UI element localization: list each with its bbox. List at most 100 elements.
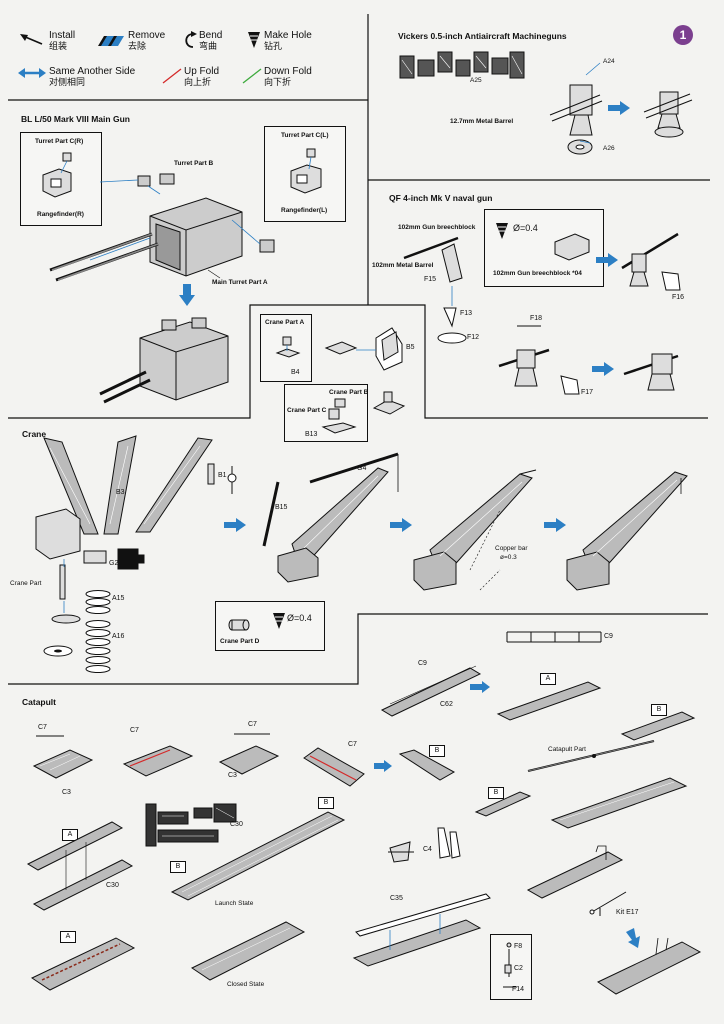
label-rangefinder-l: Rangefinder(L) xyxy=(281,207,328,214)
washers-a16-drawing xyxy=(85,620,111,673)
label-qf-metal-barrel: 102mm Metal Barrel xyxy=(372,262,434,269)
legend-make-hole-label: Make Hole xyxy=(264,30,312,41)
label-f15: F15 xyxy=(424,276,437,283)
catapult-b-small-drawing xyxy=(474,791,532,817)
catapult-step-4-drawing xyxy=(303,747,365,787)
label-c30b: C30 xyxy=(106,882,119,889)
label-launch-state: Launch State xyxy=(215,900,254,907)
f8-c2-f14-box: F8 C2 F14 xyxy=(490,934,532,1000)
label-c7b: C7 xyxy=(130,727,139,734)
qf-title: QF 4-inch Mk V naval gun xyxy=(389,193,493,203)
crane-d-box: Ø=0.4 Crane Part D xyxy=(215,601,325,651)
legend-up-fold-label: Up Fold xyxy=(184,66,220,77)
label-crane-part: Crane Part xyxy=(10,580,42,587)
label-f14: F14 xyxy=(512,986,525,993)
tag-b: B xyxy=(170,861,186,873)
label-c7d: C7 xyxy=(348,741,357,748)
turret-c-l-drawing xyxy=(290,148,322,194)
tag-b: B xyxy=(429,745,445,757)
crane-bc-drawing xyxy=(321,398,357,434)
label-b4: B4 xyxy=(291,369,300,376)
label-b15: B15 xyxy=(275,504,288,511)
install-arrow-icon xyxy=(608,101,630,115)
catapult-assembly-right-drawing xyxy=(550,777,688,829)
tag-b: B xyxy=(651,704,667,716)
crane-b3-fret-drawing xyxy=(43,435,213,535)
drill-icon xyxy=(248,32,260,48)
catapult-c62-drawing xyxy=(380,665,482,717)
label-main-turret-a: Main Turret Part A xyxy=(212,279,268,286)
legend-remove-zh: 去除 xyxy=(128,41,147,51)
crane-d-diameter: Ø=0.4 xyxy=(287,613,312,623)
label-breechblock-04: 102mm Gun breechblock *04 xyxy=(493,270,582,277)
turret-c-l-box: Turret Part C(L) Rangefinder(L) xyxy=(264,126,346,222)
install-arrow-icon xyxy=(390,518,412,532)
label-metal-barrel: 12.7mm Metal Barrel xyxy=(450,118,514,125)
label-f18: F18 xyxy=(530,315,543,322)
catapult-step-2-drawing xyxy=(122,745,194,777)
catapult-step-3-drawing xyxy=(218,733,280,775)
vickers-assembled-drawing xyxy=(643,91,693,138)
legend-install-zh: 组装 xyxy=(49,41,68,51)
red-line-icon xyxy=(162,68,182,84)
turret-c-r-drawing xyxy=(42,152,72,198)
label-c9a: C9 xyxy=(604,633,613,640)
crane-a-box: Crane Part A B4 xyxy=(260,314,312,382)
install-arrow-icon xyxy=(470,681,490,693)
crane-base-washer-drawing xyxy=(43,645,73,657)
label-turret-c-l: Turret Part C(L) xyxy=(281,132,329,139)
main-turret-exploded-drawing xyxy=(49,173,275,282)
label-f13: F13 xyxy=(460,310,473,317)
crane-b5-drawing xyxy=(324,327,403,371)
catapult-rail-b-drawing xyxy=(620,711,696,741)
label-catapult-part: Catapult Part xyxy=(548,746,586,753)
label-b3: B3 xyxy=(116,489,125,496)
qf-mount-drawing xyxy=(498,325,580,395)
catapult-complete-drawing xyxy=(596,937,702,995)
catapult-c9-fret-drawing xyxy=(506,631,602,643)
label-f12: F12 xyxy=(467,334,480,341)
label-crane-d: Crane Part D xyxy=(220,638,260,645)
label-qf-breechblock: 102mm Gun breechblock xyxy=(398,224,476,231)
tag-a: A xyxy=(62,829,78,841)
label-c7a: C7 xyxy=(38,724,47,731)
crane-b1-drawing xyxy=(207,463,237,494)
crane-d-drawing xyxy=(228,619,250,631)
legend-make-hole-zh: 钻孔 xyxy=(264,41,283,51)
label-b13: B13 xyxy=(305,431,318,438)
label-closed-state: Closed State xyxy=(227,981,265,988)
label-a25: A25 xyxy=(470,77,482,84)
washers-a15-drawing xyxy=(85,590,111,614)
main-gun-title: BL L/50 Mark VIII Main Gun xyxy=(21,114,130,124)
breechblock-hole-box: Ø=0.4 102mm Gun breechblock *04 xyxy=(484,209,604,287)
catapult-step-1-drawing xyxy=(32,735,94,779)
install-arrow-icon xyxy=(20,34,43,45)
label-rangefinder-r: Rangefinder(R) xyxy=(37,211,84,218)
vickers-title: Vickers 0.5-inch Antiaircraft Machinegun… xyxy=(398,31,567,41)
install-arrow-down-icon xyxy=(626,928,640,948)
bend-arc-icon xyxy=(185,31,197,48)
catapult-launch-drawing xyxy=(170,811,346,901)
f8-c2-f14-drawing xyxy=(503,942,517,988)
crane-assembly-1-drawing xyxy=(262,452,399,583)
catapult-c35-drawing xyxy=(352,893,491,967)
breechblock-drawing xyxy=(554,233,590,261)
crane-bc-box: Crane Part B Crane Part C B13 xyxy=(284,384,368,442)
install-arrow-icon xyxy=(592,362,614,376)
label-f16: F16 xyxy=(672,294,685,301)
label-c3a: C3 xyxy=(62,789,71,796)
legend-install-label: Install xyxy=(49,30,76,41)
label-f8: F8 xyxy=(514,943,523,950)
legend-down-fold-zh: 向下折 xyxy=(264,77,292,87)
catapult-c30-assembly-drawing xyxy=(26,821,134,911)
catapult-closed-drawing xyxy=(190,921,306,981)
label-c30a: C30 xyxy=(230,821,243,828)
label-c4: C4 xyxy=(423,846,432,853)
tag-b: B xyxy=(318,797,334,809)
qf-mount-assembled-drawing xyxy=(623,353,679,391)
label-c2: C2 xyxy=(514,965,523,972)
label-b5: B5 xyxy=(406,344,415,351)
install-arrow-down-icon xyxy=(179,284,195,306)
qf-parts-drawing xyxy=(403,236,467,344)
label-c3b: C3 xyxy=(228,772,237,779)
